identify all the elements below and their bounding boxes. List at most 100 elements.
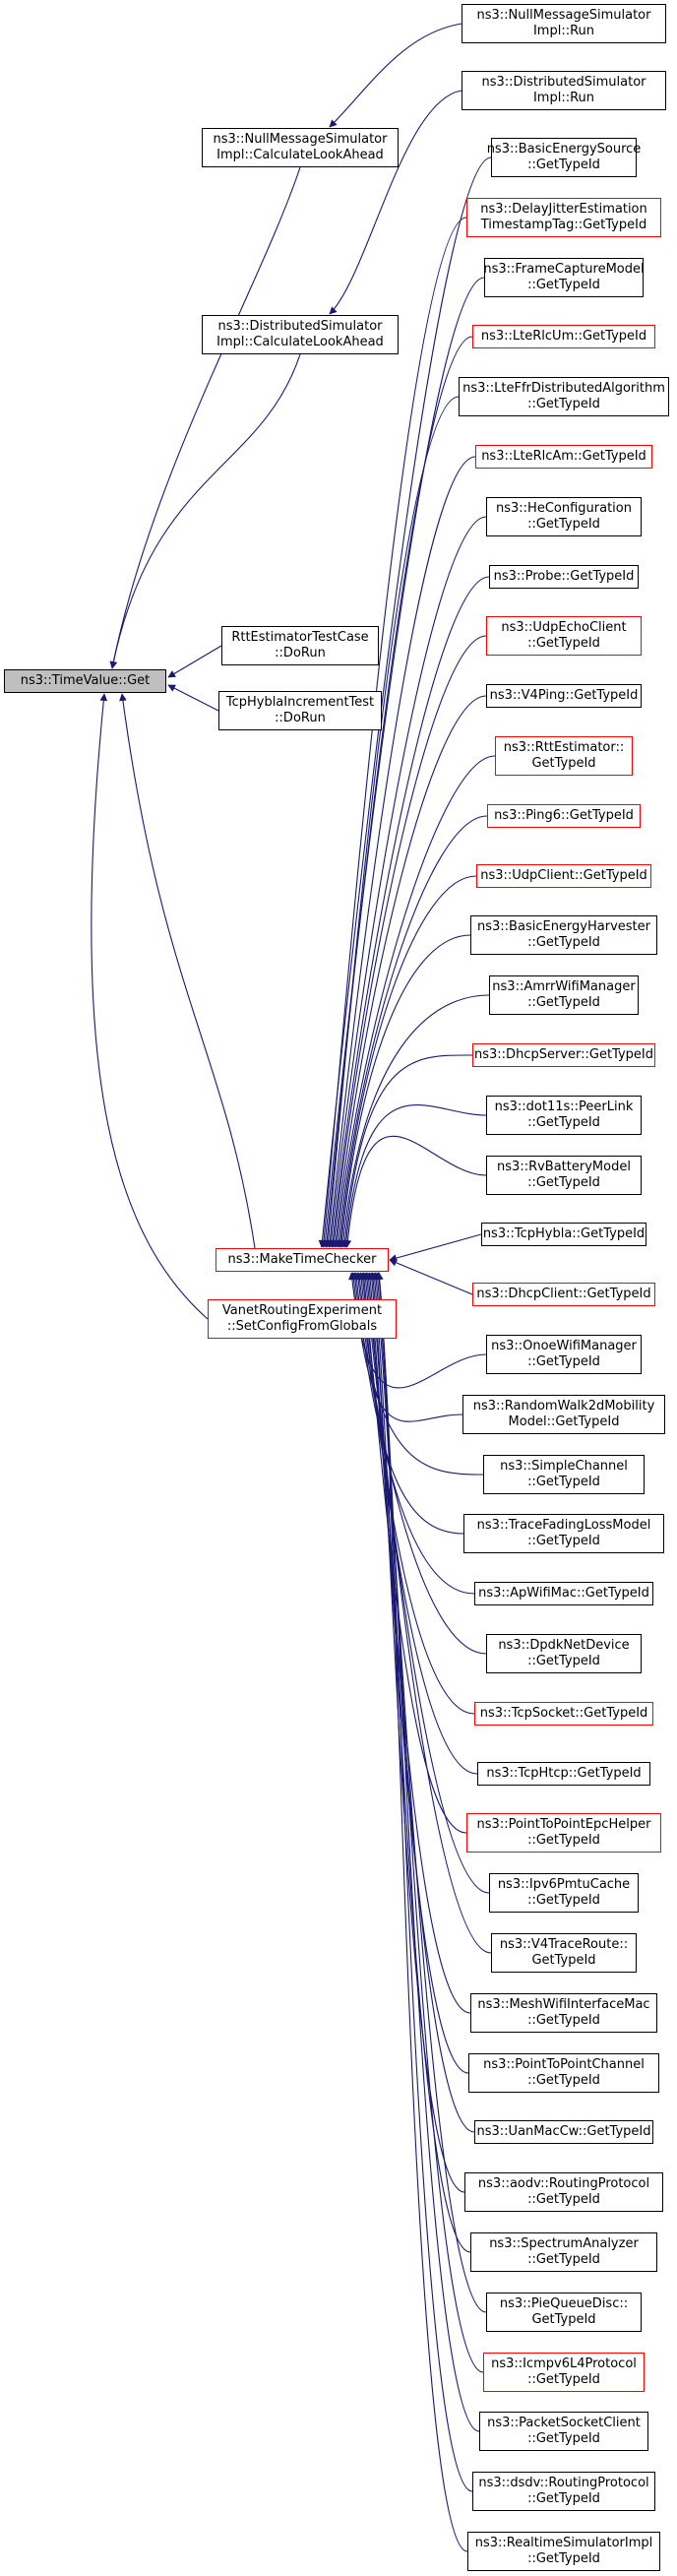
node-label-line: ns3::aodv::RoutingProtocol [477,2176,650,2191]
graph-node[interactable]: ns3::BasicEnergyHarvester::GetTypeId [470,915,657,955]
graph-node[interactable]: ns3::TcpSocket::GetTypeId [474,1702,653,1726]
node-label-line: ns3::Icmpv6L4Protocol [491,2356,637,2371]
node-label-line: ns3::FrameCaptureModel [483,262,645,277]
node-label-line: Impl::Run [532,24,595,38]
node-label-line: Model::GetTypeId [508,1414,620,1429]
call-edge [109,166,301,669]
node-label-line: ns3::AmrrWifiManager [492,979,636,994]
call-edge [167,684,219,712]
call-edge [329,90,462,315]
graph-node[interactable]: ns3::UdpEchoClient::GetTypeId [486,616,642,656]
graph-node[interactable]: ns3::OnoeWifiManager::GetTypeId [486,1335,642,1374]
graph-node[interactable]: ns3::BasicEnergySource::GetTypeId [487,138,641,177]
graph-node[interactable]: ns3::PieQueueDisc::GetTypeId [486,2293,642,2332]
graph-node[interactable]: ns3::dot11s::PeerLink::GetTypeId [486,1096,642,1135]
graph-node[interactable]: ns3::DhcpServer::GetTypeId [472,1043,655,1067]
graph-node[interactable]: ns3::PointToPointEpcHelper::GetTypeId [466,1813,661,1853]
node-label-line: GetTypeId [531,1953,596,1968]
graph-node[interactable]: ns3::DpdkNetDevice::GetTypeId [486,1634,642,1673]
graph-node[interactable]: ns3::UanMacCw::GetTypeId [474,2120,653,2144]
graph-node[interactable]: ns3::AmrrWifiManager::GetTypeId [489,975,639,1015]
graph-node[interactable]: ns3::TcpHybla::GetTypeId [481,1223,646,1246]
node-label-line: ::GetTypeId [527,517,600,532]
call-edge [349,1272,463,1422]
call-edge [352,1272,464,1535]
call-edge [330,635,487,1248]
node-label-line: ::GetTypeId [527,157,600,172]
graph-node[interactable]: VanetRoutingExperiment::SetConfigFromGlo… [208,1299,397,1339]
graph-node[interactable]: ns3::TraceFadingLossModel::GetTypeId [463,1514,664,1553]
call-edge [357,1272,475,1715]
graph-node[interactable]: ns3::PointToPointChannel::GetTypeId [468,2053,659,2093]
call-edge [167,645,222,678]
node-label-line: ::GetTypeId [527,2491,600,2506]
graph-node[interactable]: ns3::dsdv::RoutingProtocol::GetTypeId [472,2472,655,2511]
call-edge [109,353,301,669]
node-label-line: ::GetTypeId [527,2073,600,2088]
node-label-line: ::GetTypeId [527,935,600,950]
node-label-line: Impl::CalculateLookAhead [216,335,384,349]
graph-node[interactable]: ns3::RvBatteryModel::GetTypeId [486,1156,642,1195]
graph-node[interactable]: TcpHyblaIncrementTest::DoRun [218,691,382,730]
node-label-line: ns3::PieQueueDisc:: [499,2296,629,2311]
graph-node[interactable]: RttEstimatorTestCase::DoRun [221,626,379,665]
node-label-line: ns3::PointToPointEpcHelper [476,1817,651,1832]
node-label-line: ns3::OnoeWifiManager [491,1339,637,1353]
node-label-line: Impl::CalculateLookAhead [216,148,384,162]
node-label-line: ns3::MeshWifiInterfaceMac [477,1997,650,2012]
graph-node: ns3::TimeValue::Get [4,669,166,693]
node-label-line: ns3::V4Ping::GetTypeId [489,688,639,703]
node-label-line: ns3::DistributedSimulator [217,319,383,334]
graph-node[interactable]: ns3::RealtimeSimulatorImpl::GetTypeId [467,2532,660,2571]
graph-node[interactable]: ns3::aodv::RoutingProtocol::GetTypeId [464,2172,663,2212]
graph-node[interactable]: ns3::RttEstimator::GetTypeId [495,736,633,776]
graph-node[interactable]: ns3::LteRlcUm::GetTypeId [472,325,655,348]
call-edge [324,396,460,1248]
node-label-line: ns3::TcpSocket::GetTypeId [479,1706,648,1721]
graph-node[interactable]: ns3::HeConfiguration::GetTypeId [486,497,642,536]
call-edge [337,875,477,1248]
graph-node[interactable]: ns3::Icmpv6L4Protocol::GetTypeId [483,2353,645,2392]
graph-node[interactable]: ns3::PacketSocketClient::GetTypeId [479,2412,648,2451]
graph-node[interactable]: ns3::ApWifiMac::GetTypeId [474,1582,653,1605]
node-label-line: ns3::TcpHtcp::GetTypeId [486,1766,642,1781]
node-label-line: Impl::Run [532,91,595,105]
graph-node[interactable]: ns3::TcpHtcp::GetTypeId [477,1762,650,1786]
call-edge [340,1054,473,1248]
node-label-line: ::GetTypeId [527,1175,600,1190]
node-label-line: ::DoRun [275,646,326,660]
call-edge [326,456,476,1248]
graph-node[interactable]: ns3::MakeTimeChecker [215,1248,389,1272]
call-edge [332,695,487,1248]
node-label-line: GetTypeId [531,756,596,771]
call-edge [91,693,209,1320]
graph-node[interactable]: ns3::V4Ping::GetTypeId [486,684,642,708]
graph-node[interactable]: ns3::SpectrumAnalyzer::GetTypeId [470,2232,657,2272]
graph-node[interactable]: ns3::LteFfrDistributedAlgorithm::GetType… [459,377,669,416]
call-edge [329,576,490,1248]
node-label-line: ns3::TcpHybla::GetTypeId [482,1226,646,1241]
graph-node[interactable]: ns3::Ipv6PmtuCache::GetTypeId [489,1873,639,1913]
node-label-line: VanetRoutingExperiment [221,1303,383,1318]
graph-node[interactable]: ns3::SimpleChannel::GetTypeId [483,1455,645,1494]
graph-node[interactable]: ns3::V4TraceRoute::GetTypeId [491,1933,637,1973]
graph-node[interactable]: ns3::UdpClient::GetTypeId [476,864,651,888]
node-label-line: ns3::MakeTimeChecker [227,1252,377,1267]
graph-node[interactable]: ns3::FrameCaptureModel::GetTypeId [483,258,645,297]
node-label-line: ::GetTypeId [527,2013,600,2028]
graph-node[interactable]: ns3::DhcpClient::GetTypeId [472,1283,655,1306]
node-label-line: ::GetTypeId [527,1534,600,1548]
graph-node[interactable]: ns3::Probe::GetTypeId [489,565,639,589]
graph-node[interactable]: ns3::LteRlcAm::GetTypeId [475,445,652,469]
graph-node[interactable]: ns3::MeshWifiInterfaceMac::GetTypeId [470,1993,657,2033]
node-label-line: ns3::dot11s::PeerLink [494,1100,634,1114]
node-label-line: ns3::dsdv::RoutingProtocol [478,2476,649,2490]
graph-node[interactable]: ns3::Ping6::GetTypeId [487,804,641,828]
